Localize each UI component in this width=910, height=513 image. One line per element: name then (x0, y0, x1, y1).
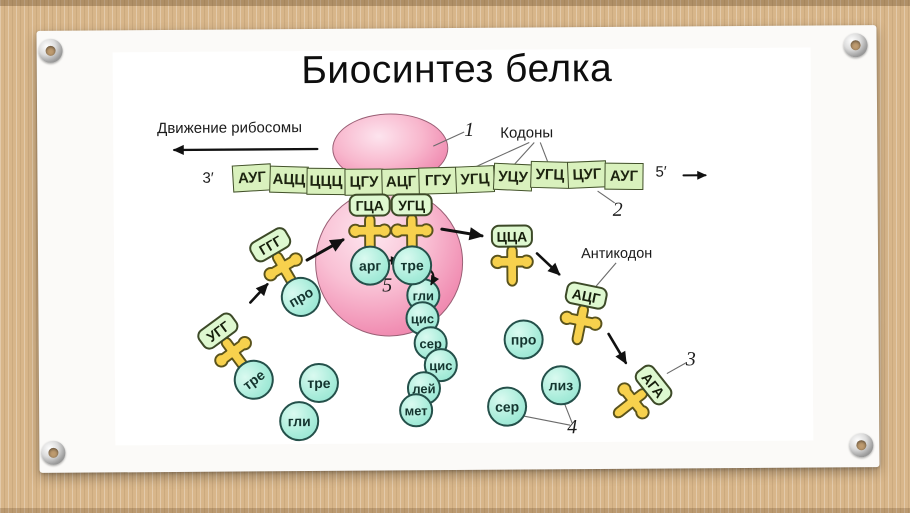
free-amino-acid: лиз (540, 365, 582, 406)
callout-5-peptide-site: 5 (382, 274, 393, 297)
five-prime-label: 5′ (655, 163, 667, 181)
grommet-bottom-right-icon (849, 433, 874, 458)
trna-cross-icon (612, 382, 650, 420)
free-amino-acid: гли (279, 400, 320, 442)
trna-cross-icon (559, 303, 603, 346)
trna-incoming-ugg: УГГ тре (193, 308, 289, 416)
codons-label: Кодоны (500, 124, 554, 142)
trna-p-site: ГЦА арг (347, 193, 394, 293)
codon-box: ЦЦЦ (306, 167, 346, 196)
codon-box: УЦУ (492, 162, 534, 192)
free-amino-acid: сер (486, 386, 528, 427)
callout-1-ribosome: 1 (464, 118, 475, 141)
grommet-top-left-icon (38, 38, 63, 63)
codon-box: ГГУ (418, 166, 458, 195)
codon-box: УГЦ (530, 160, 570, 189)
ribosome-movement-label: Движение рибосомы (157, 119, 303, 138)
slide-title: Биосинтез белка (301, 46, 613, 93)
trna-cross-icon (390, 213, 434, 256)
anticodon-box: УГЦ (390, 193, 433, 217)
amino-acid-circle: тре (391, 245, 433, 286)
trna-cross-icon (348, 213, 392, 256)
callout-3-trna: 3 (685, 348, 696, 371)
codon-box: ЦУГ (566, 160, 608, 189)
codon-box: ЦГУ (344, 168, 384, 196)
poster-card: Биосинтез белка Движение рибосомы Кодоны… (36, 25, 880, 473)
trna-cross-icon (490, 244, 534, 287)
trna-released-cca: ЦЦА (489, 224, 536, 324)
anticodon-label: Антикодон (580, 245, 653, 263)
grommet-bottom-left-icon (41, 440, 66, 465)
three-prime-label: 3′ (202, 169, 214, 187)
peptide-chain-circle: мет (399, 393, 434, 428)
trna-released-acg: АЦГ (546, 280, 611, 387)
grommet-top-right-icon (843, 33, 868, 58)
codon-box: АЦЦ (269, 165, 309, 194)
trna-released-aga: АГА (570, 360, 677, 458)
free-amino-acid: про (503, 319, 544, 360)
anticodon-box: ЦЦА (490, 224, 533, 248)
codon-box: АУГ (231, 163, 273, 193)
free-amino-acid: тре (298, 362, 340, 404)
callout-4-amino-acids: 4 (567, 416, 578, 439)
codon-box: УГЦ (454, 165, 496, 194)
slide-paper (112, 47, 814, 446)
trna-incoming-ggg: ГГГ про (245, 223, 335, 333)
callout-2-mrna: 2 (612, 198, 623, 221)
anticodon-box: ГЦА (348, 193, 391, 217)
codon-box: АЦГ (381, 167, 421, 196)
codon-box: АУГ (604, 162, 644, 191)
trna-a-site: УГЦ тре (389, 193, 436, 293)
